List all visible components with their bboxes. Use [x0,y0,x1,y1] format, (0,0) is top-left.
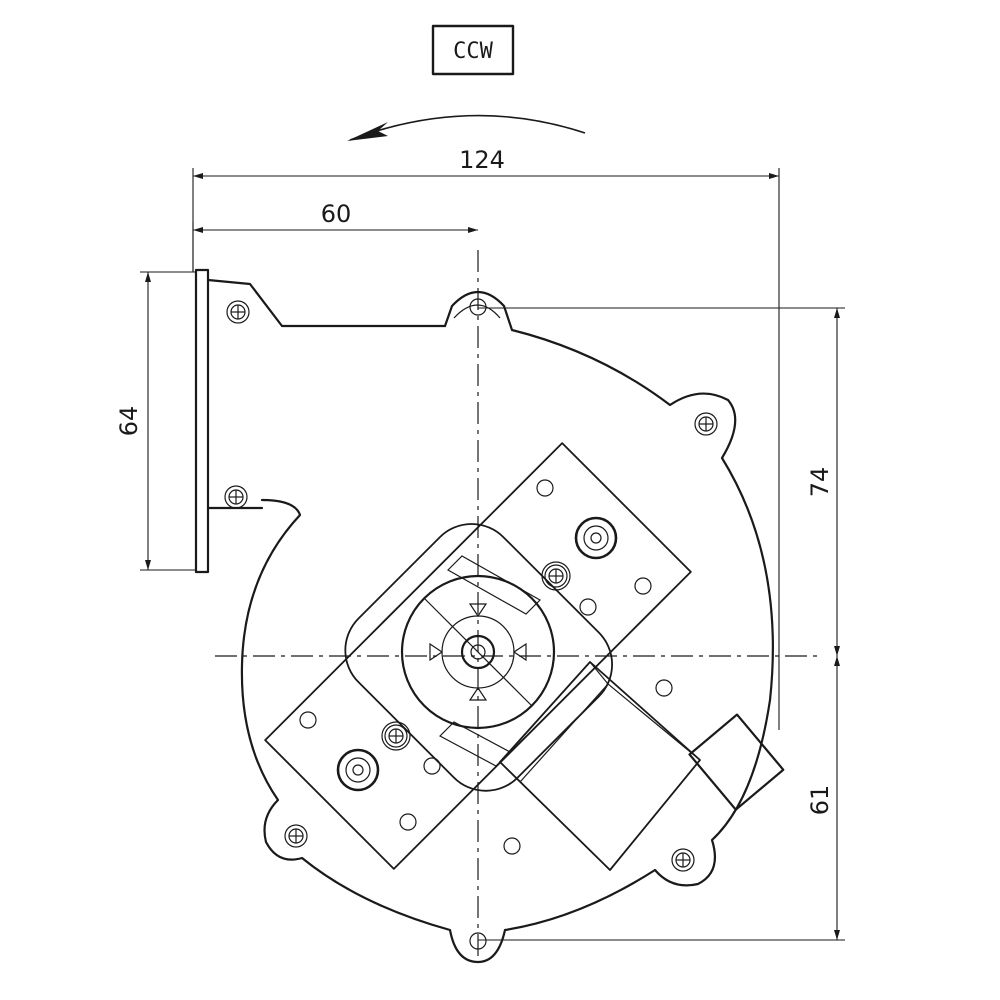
rotation-arrow-icon [347,114,586,141]
dimension-flange-to-center: 60 [192,200,478,272]
dimension-64-text: 64 [115,406,143,437]
dimension-60-text: 60 [321,200,352,228]
rotor-hub [400,574,556,730]
motor-coil [499,661,701,871]
blower-housing [240,291,774,964]
center-lines [215,250,820,960]
plate-holes [299,479,673,855]
dimension-74-text: 74 [806,467,834,498]
dimension-124-text: 124 [459,146,505,174]
outlet-flange [194,268,447,574]
dimension-overall-width: 124 [192,146,780,730]
dimension-center-to-top: 74 [478,307,845,656]
rotation-direction-label: CCW [431,24,515,76]
dimension-61-text: 61 [806,785,834,816]
dimension-center-to-bottom: 61 [478,656,845,941]
screw-icon [381,561,571,751]
ccw-text: CCW [453,39,493,64]
mounting-hole-icon [469,298,487,950]
bushing-upper [574,516,618,560]
dimension-flange-height: 64 [115,271,196,571]
electrical-connector [688,713,785,811]
bushing-lower [336,748,380,792]
motor-plate [264,442,692,870]
